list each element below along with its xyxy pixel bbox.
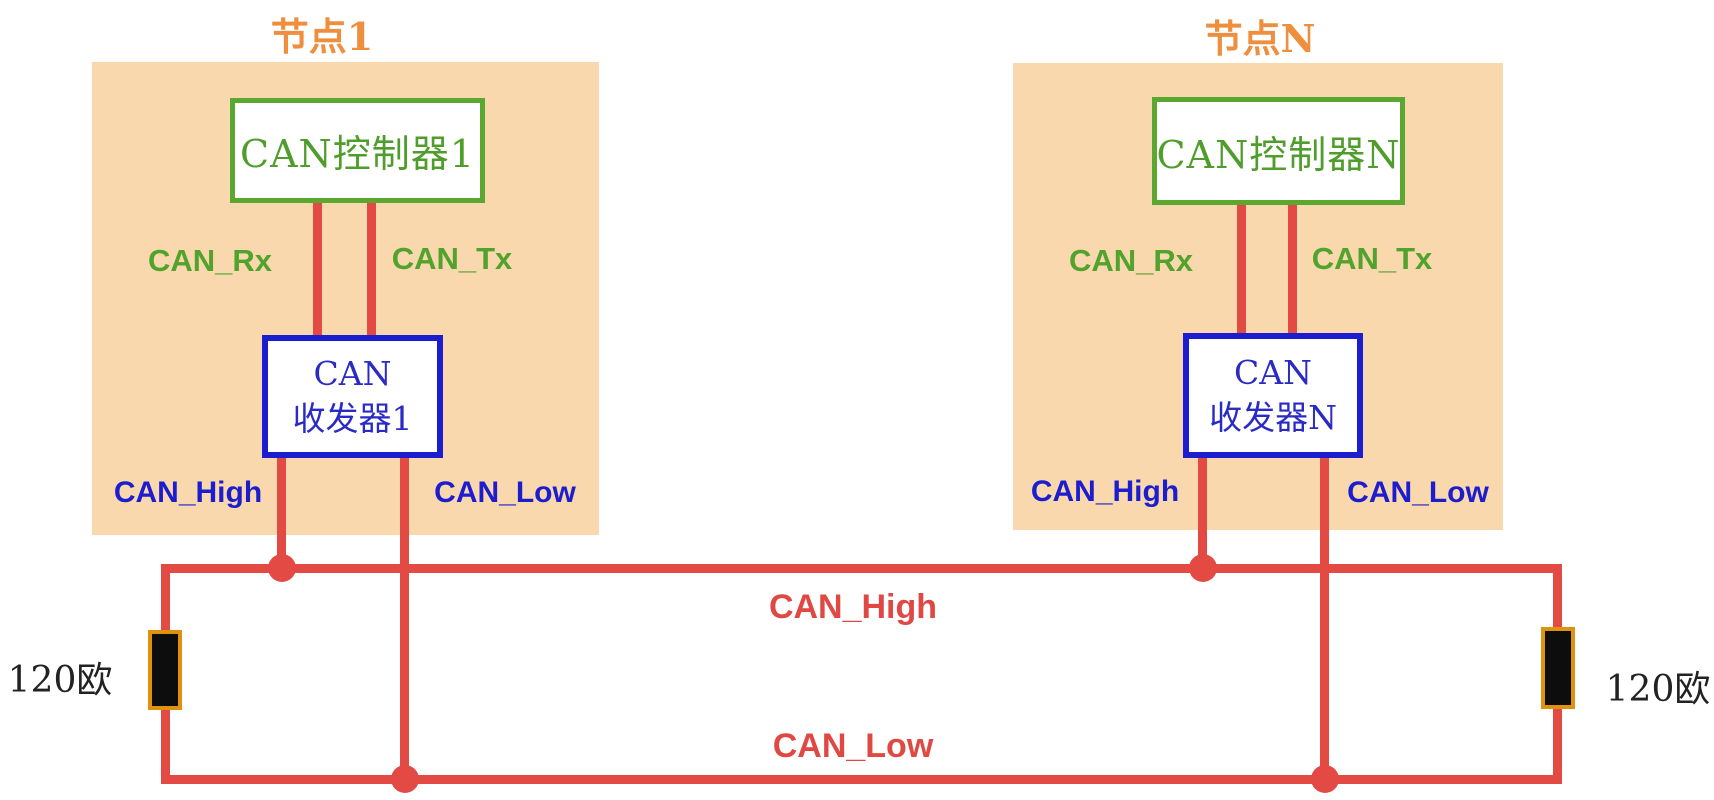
bus-canlow-label: CAN_Low bbox=[772, 727, 934, 765]
node1-transceiver-label-line1: CAN bbox=[313, 353, 392, 393]
nodeN-tx-label: CAN_Tx bbox=[1311, 241, 1433, 276]
node1-title: 节点1 bbox=[270, 14, 374, 59]
junction-dot-nodeN-high bbox=[1189, 554, 1217, 582]
bus-canlow-line bbox=[161, 775, 1562, 784]
nodeN-rx-wire bbox=[1237, 203, 1246, 335]
nodeN-transceiver-label-line1: CAN bbox=[1234, 352, 1312, 392]
node1-controller-label: CAN控制器1 bbox=[240, 132, 475, 176]
right-termination-resistor bbox=[1541, 627, 1575, 709]
nodeN-canlow-wire bbox=[1320, 455, 1329, 783]
nodeN-transceiver-label-line2: 收发器N bbox=[1209, 397, 1337, 437]
nodeN-rx-label: CAN_Rx bbox=[1068, 243, 1194, 278]
node1-transceiver-box: CAN 收发器1 bbox=[262, 335, 443, 458]
node1-rx-wire bbox=[313, 201, 322, 337]
node1-canhigh-wire bbox=[277, 455, 286, 572]
node1-canlow-label: CAN_Low bbox=[434, 476, 576, 509]
nodeN-controller-box: CAN控制器N bbox=[1152, 97, 1405, 205]
nodeN-title: 节点N bbox=[1204, 16, 1316, 61]
nodeN-canhigh-label: CAN_High bbox=[1030, 475, 1180, 508]
node1-canlow-wire bbox=[400, 455, 409, 783]
nodeN-transceiver-box: CAN 收发器N bbox=[1183, 333, 1363, 458]
left-terminator-value-label: 120欧 bbox=[7, 660, 113, 701]
junction-dot-node1-low bbox=[391, 765, 419, 793]
node1-controller-box: CAN控制器1 bbox=[230, 98, 485, 203]
nodeN-canhigh-wire bbox=[1198, 455, 1207, 572]
nodeN-tx-wire bbox=[1288, 203, 1297, 335]
junction-dot-nodeN-low bbox=[1311, 765, 1339, 793]
nodeN-controller-label: CAN控制器N bbox=[1156, 132, 1401, 177]
node1-transceiver-label-line2: 收发器1 bbox=[292, 398, 413, 438]
node1-canhigh-label: CAN_High bbox=[113, 476, 263, 509]
right-terminator-value-label: 120欧 bbox=[1605, 669, 1711, 710]
bus-canhigh-label: CAN_High bbox=[768, 588, 938, 626]
node1-tx-wire bbox=[367, 201, 376, 337]
node1-rx-label: CAN_Rx bbox=[147, 243, 273, 278]
left-termination-resistor bbox=[148, 630, 182, 710]
junction-dot-node1-high bbox=[268, 554, 296, 582]
nodeN-canlow-label: CAN_Low bbox=[1347, 476, 1489, 509]
bus-canhigh-line bbox=[161, 564, 1562, 573]
node1-tx-label: CAN_Tx bbox=[391, 241, 513, 276]
